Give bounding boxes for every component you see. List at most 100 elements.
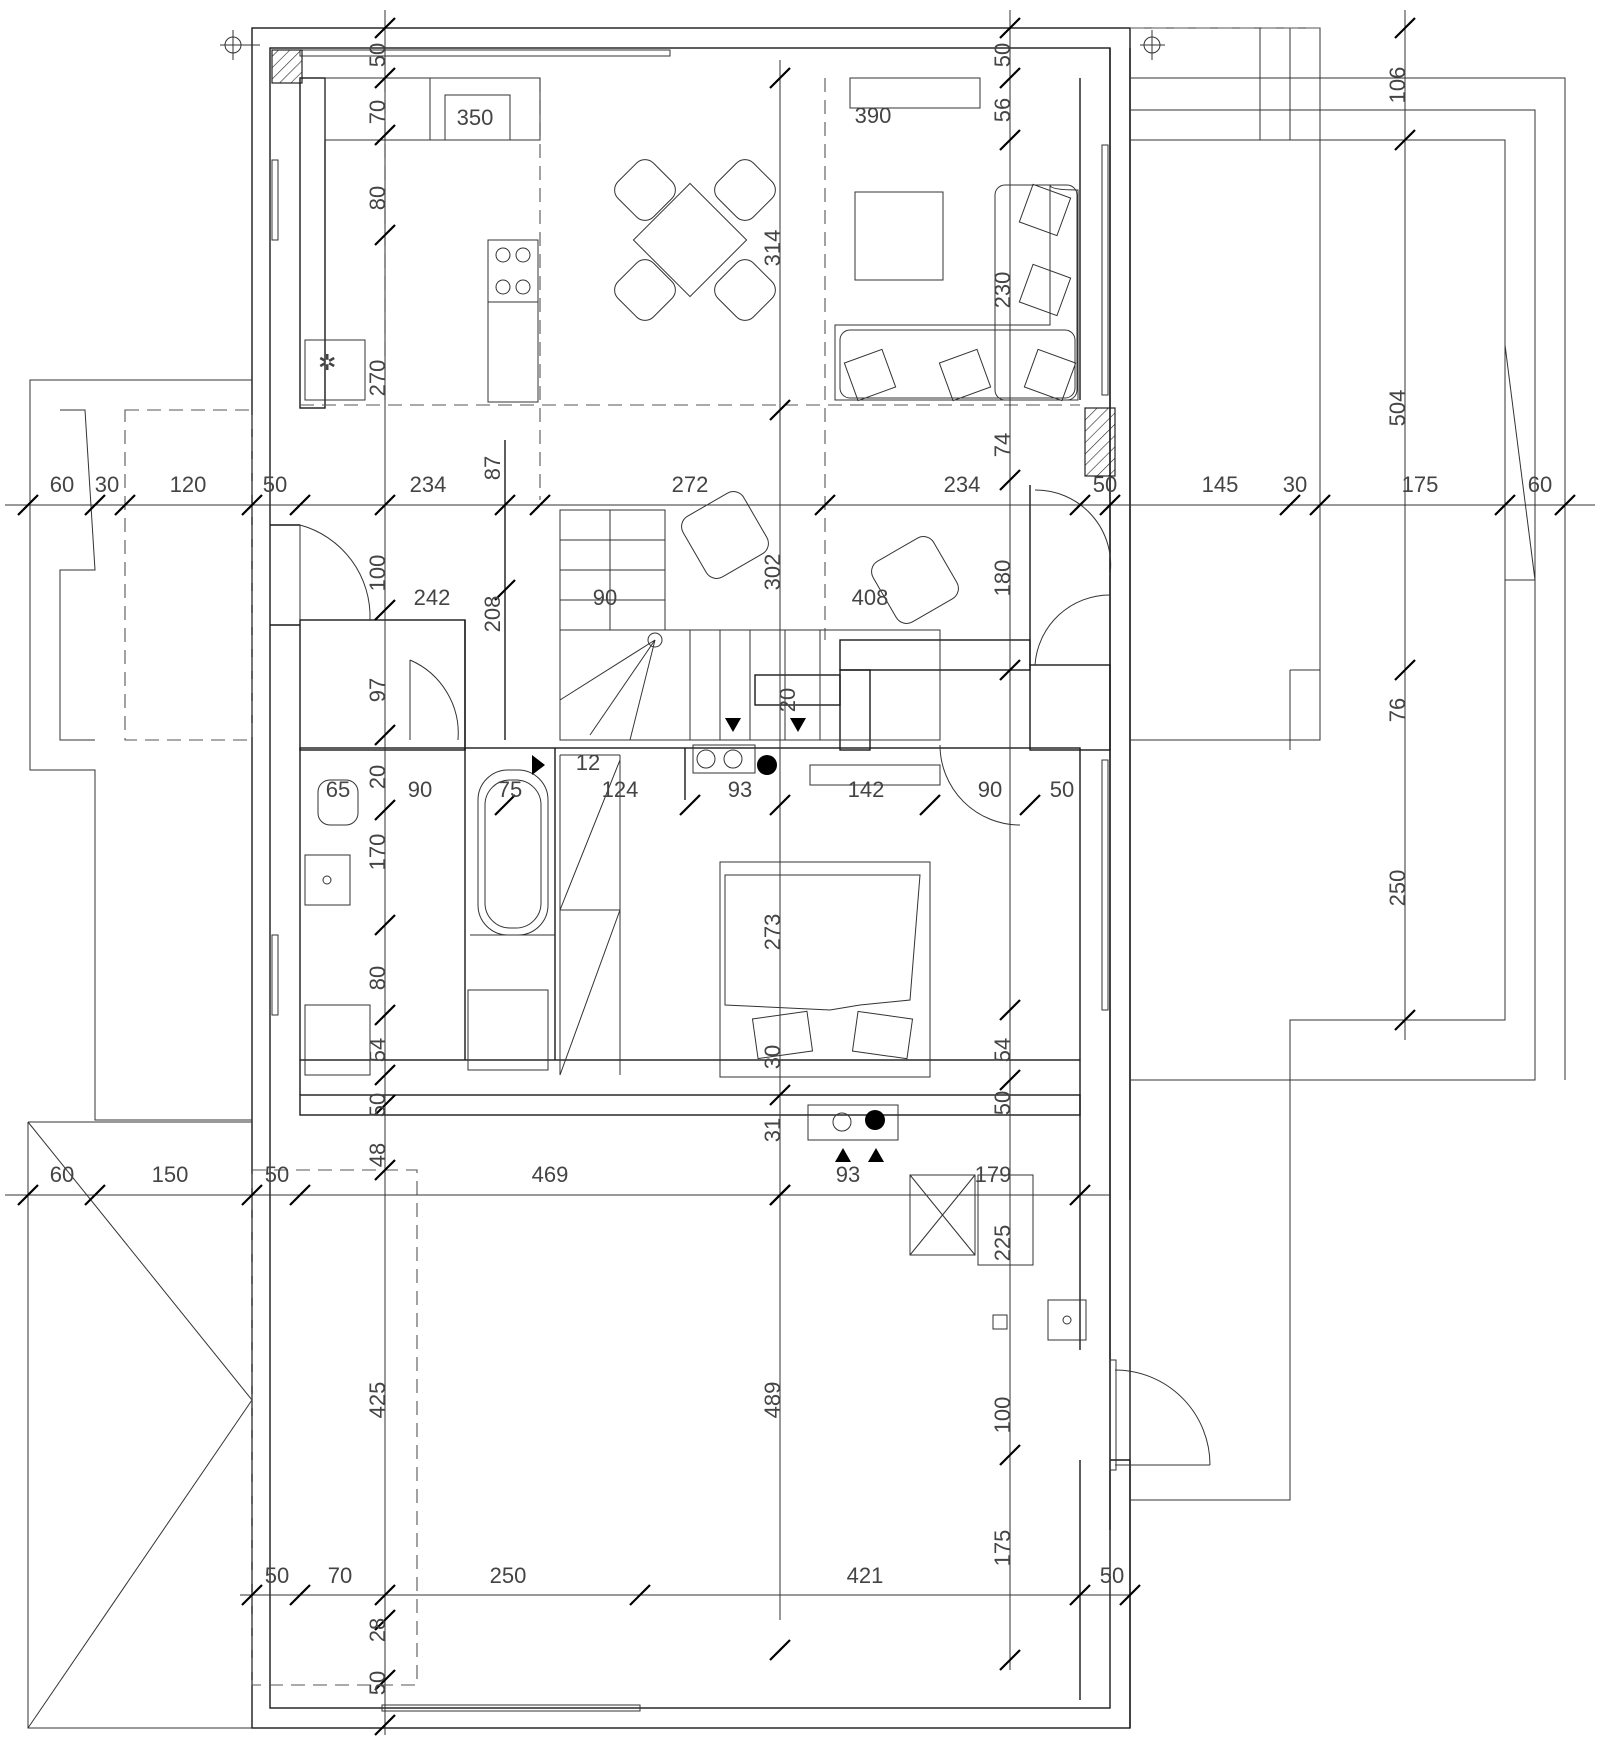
dimension-label: 230 xyxy=(990,272,1015,309)
kitchen: ✲ xyxy=(304,77,541,403)
bedroom xyxy=(719,764,941,1078)
dimension-label: 30 xyxy=(1283,472,1307,497)
dimension-label: 50 xyxy=(365,43,390,67)
dimension-tick xyxy=(1119,1584,1141,1606)
dimension-label: 50 xyxy=(990,43,1015,67)
utility xyxy=(532,718,899,1162)
dimension-tick xyxy=(374,799,396,821)
dimension-label: 65 xyxy=(326,777,350,802)
dimension-label: 100 xyxy=(365,555,390,592)
dimension-tick xyxy=(1019,794,1041,816)
dimension-tick xyxy=(374,1584,396,1606)
dimension-tick xyxy=(374,67,396,89)
terrace-left xyxy=(27,379,418,1729)
dimension-label: 50 xyxy=(1100,1563,1124,1588)
dimension-tick xyxy=(769,794,791,816)
dimension-tick xyxy=(1069,1184,1091,1206)
dimension-tick xyxy=(374,1004,396,1026)
dimension-label: 208 xyxy=(480,596,505,633)
dimension-tick xyxy=(494,494,516,516)
dimension-label: 70 xyxy=(365,100,390,124)
dimension-label: 90 xyxy=(978,777,1002,802)
dimension-tick xyxy=(769,1639,791,1661)
dimension-label: 80 xyxy=(365,966,390,990)
dimension-label: 142 xyxy=(848,777,885,802)
dimension-label: 170 xyxy=(365,834,390,871)
dimension-label: 425 xyxy=(365,1382,390,1419)
dimension-tick xyxy=(374,1714,396,1736)
dimension-tick xyxy=(769,1184,791,1206)
dining-table xyxy=(614,159,776,321)
dimension-tick xyxy=(289,1584,311,1606)
stairs xyxy=(559,509,941,1076)
dimension-tick xyxy=(241,1584,263,1606)
svg-text:✲: ✲ xyxy=(318,350,336,375)
dimension-label: 48 xyxy=(365,1143,390,1167)
exterior-walls xyxy=(251,27,1131,1729)
dimension-tick xyxy=(374,1159,396,1181)
dimension-label: 50 xyxy=(265,1162,289,1187)
dimension-tick xyxy=(999,67,1021,89)
dimension-tick xyxy=(999,129,1021,151)
dimension-tick xyxy=(999,469,1021,491)
dimension-label: 76 xyxy=(1385,698,1410,722)
dimension-ticks xyxy=(17,17,1576,1736)
dimension-tick xyxy=(999,1069,1021,1091)
terrace-right xyxy=(1130,27,1566,1501)
dimension-tick xyxy=(1394,1009,1416,1031)
dimension-label: 106 xyxy=(1385,67,1410,104)
dimension-tick xyxy=(494,579,516,601)
dimension-tick xyxy=(374,494,396,516)
dimension-tick xyxy=(679,794,701,816)
dimension-tick xyxy=(374,599,396,621)
dimension-label: 180 xyxy=(990,560,1015,597)
dimension-tick xyxy=(629,1584,651,1606)
dimension-tick xyxy=(999,999,1021,1021)
dimension-label: 56 xyxy=(990,98,1015,122)
dimension-tick xyxy=(1069,494,1091,516)
dimension-label: 145 xyxy=(1202,472,1239,497)
dimension-tick xyxy=(999,659,1021,681)
dimension-label: 408 xyxy=(852,585,889,610)
dimension-label: 124 xyxy=(602,777,639,802)
dimension-label: 100 xyxy=(990,1397,1015,1434)
dimension-label: 250 xyxy=(490,1563,527,1588)
dimension-label: 250 xyxy=(1385,870,1410,907)
dimension-tick xyxy=(1494,494,1516,516)
dimension-label: 97 xyxy=(365,678,390,702)
column-hatch xyxy=(271,49,303,84)
dimension-tick xyxy=(84,494,106,516)
dimension-label: 75 xyxy=(498,777,522,802)
dimension-label: 90 xyxy=(593,585,617,610)
dimension-label: 54 xyxy=(365,1038,390,1062)
dimension-label: 272 xyxy=(672,472,709,497)
dimension-tick xyxy=(374,1669,396,1691)
hall xyxy=(909,1174,1087,1341)
dimension-label: 50 xyxy=(365,1671,390,1695)
dimension-tick xyxy=(374,914,396,936)
dimension-label: 421 xyxy=(847,1563,884,1588)
dimension-lines xyxy=(5,10,1595,1735)
dimension-label: 70 xyxy=(328,1563,352,1588)
windows xyxy=(271,49,1117,1712)
dimension-tick xyxy=(289,1184,311,1206)
dimension-label: 302 xyxy=(760,554,785,591)
dimension-label: 31 xyxy=(760,1118,785,1142)
dimension-tick xyxy=(919,794,941,816)
dimension-label: 273 xyxy=(760,914,785,951)
dimension-label: 270 xyxy=(365,360,390,397)
living-room xyxy=(681,77,1079,624)
dimension-tick xyxy=(999,17,1021,39)
dimension-label: 175 xyxy=(990,1530,1015,1567)
dimension-tick xyxy=(84,1184,106,1206)
dimension-label: 74 xyxy=(990,433,1015,457)
dimension-label: 12 xyxy=(576,750,600,775)
dimension-label: 50 xyxy=(365,1093,390,1117)
dimension-label: 28 xyxy=(365,1618,390,1642)
dimension-label: 20 xyxy=(365,765,390,789)
overhead-lines xyxy=(300,78,1080,640)
dimension-tick xyxy=(494,794,516,816)
dimension-tick xyxy=(17,494,39,516)
dimension-label: 489 xyxy=(760,1382,785,1419)
